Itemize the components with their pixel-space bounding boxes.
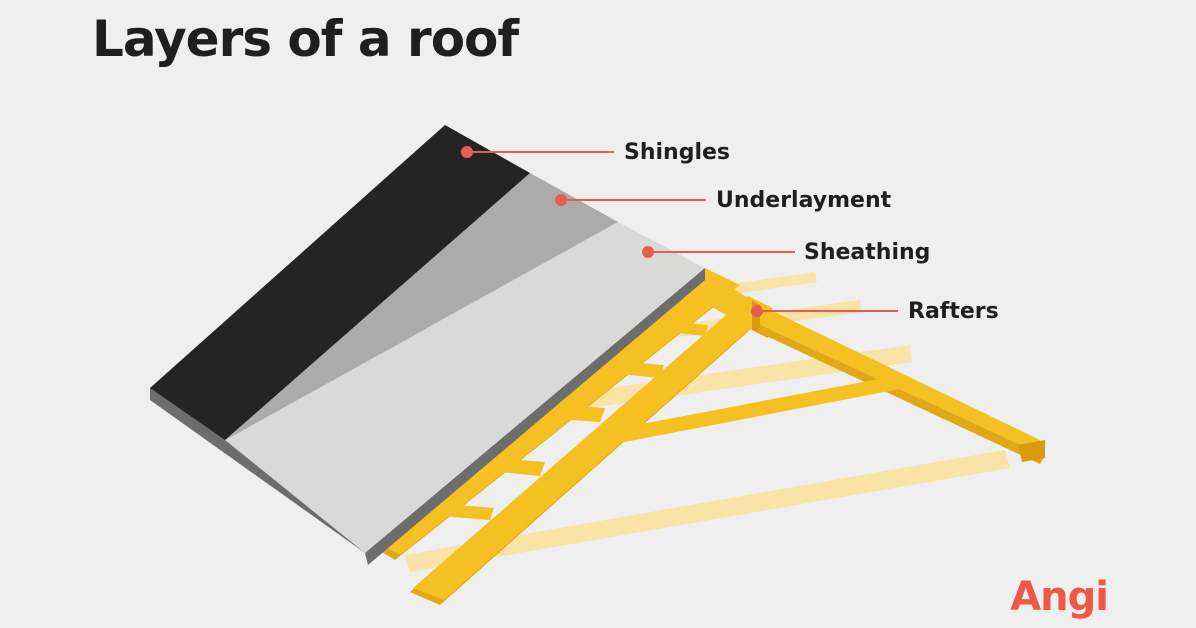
label-sheathing: Sheathing <box>804 240 931 265</box>
sheathing-layer <box>225 222 705 553</box>
label-rafters: Rafters <box>908 299 999 324</box>
label-underlayment: Underlayment <box>716 188 892 213</box>
label-shingles: Shingles <box>624 140 731 165</box>
brand-logo: Angi <box>1010 574 1109 620</box>
shingles-layer <box>150 125 530 440</box>
diagram-title: Layers of a roof <box>92 10 519 68</box>
callouts <box>461 146 898 317</box>
